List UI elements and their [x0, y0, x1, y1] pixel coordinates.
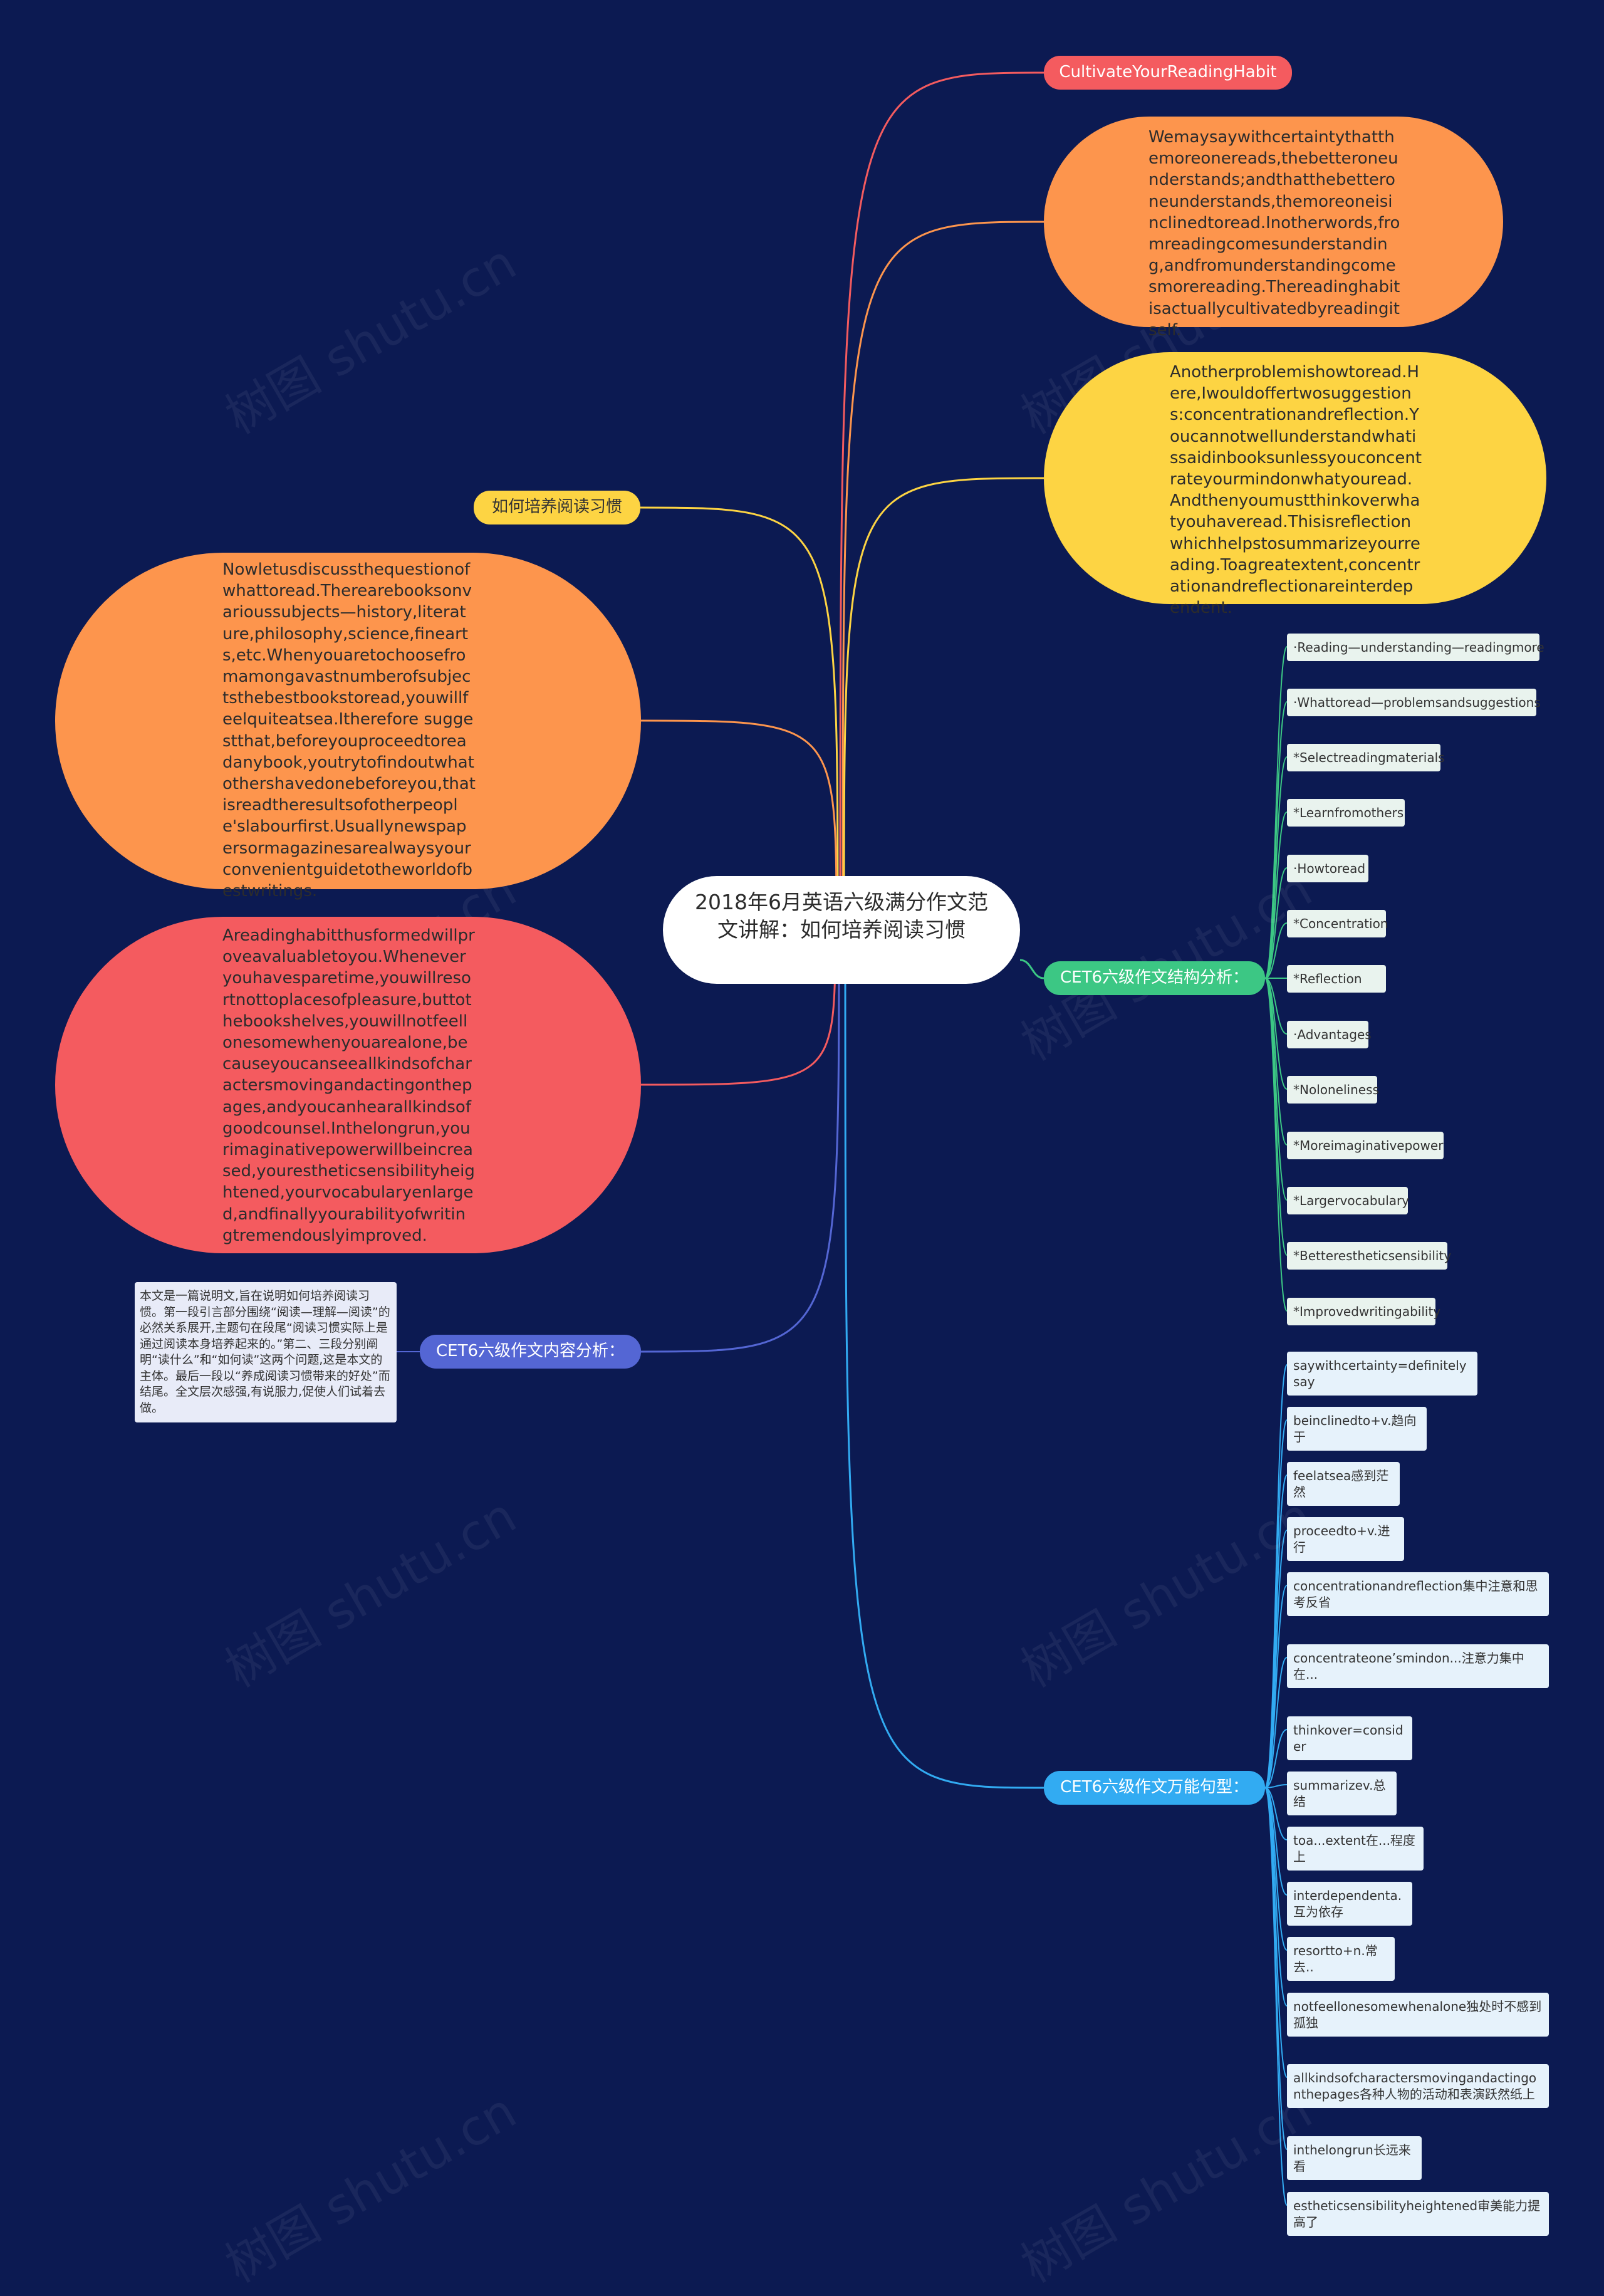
connector-line — [1264, 1787, 1288, 1896]
topic-useful-phrases[interactable]: CET6六级作文万能句型： — [1044, 1771, 1265, 1805]
phrase-item[interactable]: interdependenta.互为依存 — [1287, 1882, 1412, 1926]
connector-line — [1264, 922, 1288, 979]
paragraph-1-text: Wemaysaywithcertaintythatthemoreonereads… — [1148, 128, 1400, 340]
paragraph-2-text: Anotherproblemishowtoread.Here,Iwouldoff… — [1170, 363, 1422, 618]
root-topic[interactable]: 2018年6月英语六级满分作文范文讲解：如何培养阅读习惯 — [663, 876, 1020, 984]
structure-item[interactable]: *Concentration — [1287, 910, 1388, 937]
phrase-item[interactable]: concentrateone’smindon...注意力集中在... — [1287, 1644, 1549, 1688]
structure-item[interactable]: *Reflection — [1287, 965, 1386, 993]
connector-line — [1264, 1787, 1288, 2078]
branch-line — [844, 929, 1044, 1789]
structure-item[interactable]: ·Whattoread—problemsandsuggestions — [1287, 689, 1541, 716]
branch-line — [640, 719, 838, 931]
phrase-item[interactable]: beinclinedto+v.趋向于 — [1287, 1407, 1427, 1451]
structure-item[interactable]: ·Advantages — [1287, 1021, 1372, 1048]
structure-item[interactable]: *Improvedwritingability — [1287, 1298, 1440, 1325]
connector-line — [1264, 1787, 1288, 2206]
paragraph-3-node[interactable]: Nowletusdiscussthequestionofwhattoread.T… — [55, 553, 641, 900]
structure-item[interactable]: *Largervocabulary — [1287, 1187, 1409, 1214]
content-analysis-note[interactable]: 本文是一篇说明文,旨在说明如何培养阅读习惯。第一段引言部分围绕“阅读—理解—阅读… — [135, 1282, 397, 1422]
connector-line — [1264, 1657, 1288, 1788]
connector-line — [1264, 978, 1288, 1201]
branch-line — [841, 221, 1044, 931]
phrase-item[interactable]: inthelongrun长远来看 — [1287, 2136, 1422, 2180]
branch-line — [839, 71, 1044, 931]
structure-item[interactable]: ·Reading—understanding—readingmore — [1287, 634, 1544, 661]
structure-item[interactable]: *Learnfromothers — [1287, 799, 1405, 827]
phrase-item[interactable]: estheticsensibilityheightened审美能力提高了 — [1287, 2192, 1549, 2236]
branch-line — [640, 929, 836, 1086]
topic-content-analysis[interactable]: CET6六级作文内容分析： — [420, 1335, 641, 1369]
phrase-item[interactable]: proceedto+v.进行 — [1287, 1517, 1404, 1561]
phrase-item[interactable]: feelatsea感到茫然 — [1287, 1462, 1400, 1506]
branch-line — [640, 929, 840, 1353]
paragraph-2-node[interactable]: Anotherproblemishowtoread.Here,Iwouldoff… — [1044, 352, 1546, 617]
phrase-item[interactable]: resortto+n.常去.. — [1287, 1937, 1395, 1981]
structure-item[interactable]: ·Howtoread — [1287, 855, 1368, 882]
branch-line — [843, 477, 1044, 931]
connector-line — [1264, 811, 1288, 979]
phrase-item[interactable]: thinkover=consider — [1287, 1716, 1412, 1760]
connector-line — [1264, 978, 1288, 1035]
branch-line — [640, 506, 839, 931]
connector-line — [1264, 1585, 1288, 1788]
structure-item[interactable]: *Noloneliness — [1287, 1076, 1379, 1104]
connector-line — [1264, 978, 1288, 1312]
structure-item[interactable]: *Selectreadingmaterials — [1287, 744, 1445, 771]
topic-title-en[interactable]: CultivateYourReadingHabit — [1044, 56, 1292, 90]
connector-line — [1019, 959, 1044, 979]
connector-line — [1264, 978, 1288, 1090]
structure-item[interactable]: *Betterestheticsensibility — [1287, 1242, 1451, 1270]
topic-structure-analysis[interactable]: CET6六级作文结构分析： — [1044, 961, 1265, 995]
phrase-item[interactable]: concentrationandreflection集中注意和思考反省 — [1287, 1572, 1549, 1616]
paragraph-4-node[interactable]: Areadinghabitthusformedwillproveavaluabl… — [55, 917, 641, 1253]
phrase-item[interactable]: notfeellonesomewhenalone独处时不感到孤独 — [1287, 1993, 1549, 2037]
topic-how-to[interactable]: 如何培养阅读习惯 — [474, 491, 640, 524]
structure-item[interactable]: *Moreimaginativepower — [1287, 1132, 1444, 1159]
paragraph-1-node[interactable]: Wemaysaywithcertaintythatthemoreonereads… — [1044, 117, 1503, 340]
phrase-item[interactable]: saywithcertainty=definitelysay — [1287, 1352, 1477, 1396]
connector-line — [1264, 978, 1288, 1256]
phrase-item[interactable]: summarizev.总结 — [1287, 1772, 1397, 1815]
paragraph-3-text: Nowletusdiscussthequestionofwhattoread.T… — [222, 560, 476, 901]
connector-line — [1264, 1787, 1288, 1840]
connector-line — [1264, 867, 1288, 979]
phrase-item[interactable]: allkindsofcharactersmovingandactingonthe… — [1287, 2064, 1549, 2108]
paragraph-4-text: Areadinghabitthusformedwillproveavaluabl… — [222, 926, 475, 1245]
connector-line — [1264, 1784, 1288, 1788]
connector-line — [1264, 1729, 1288, 1788]
phrase-item[interactable]: toa...extent在...程度上 — [1287, 1827, 1424, 1871]
